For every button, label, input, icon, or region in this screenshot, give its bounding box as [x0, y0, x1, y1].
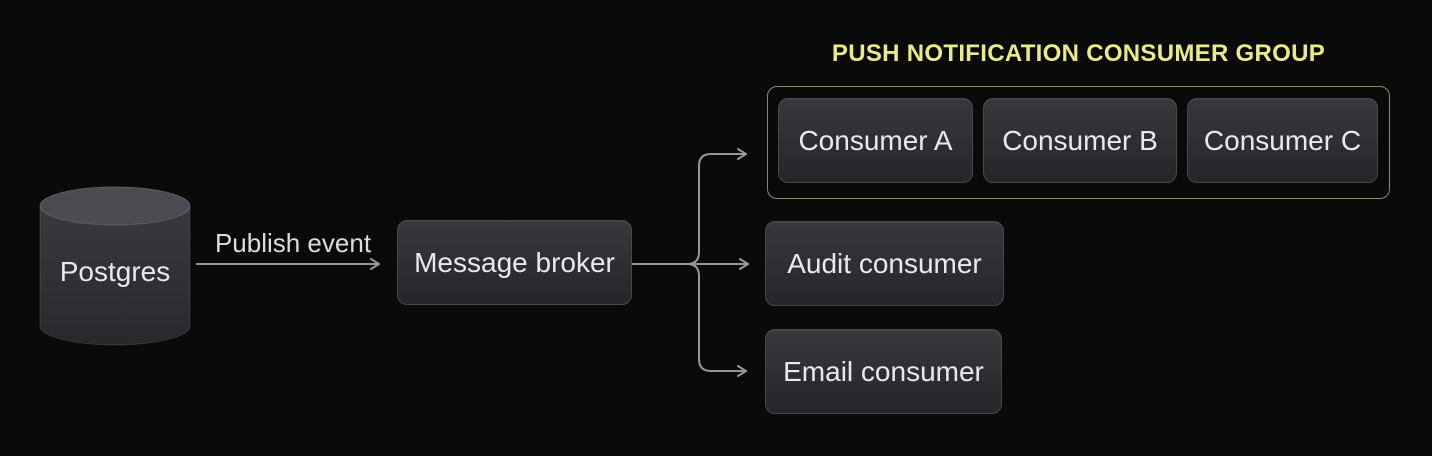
- node-audit-consumer: Audit consumer: [765, 221, 1004, 306]
- audit-consumer-label: Audit consumer: [787, 247, 982, 279]
- database-cylinder-icon: [39, 186, 191, 346]
- consumer-group-title: PUSH NOTIFICATION CONSUMER GROUP: [831, 40, 1326, 67]
- node-consumer-a: Consumer A: [778, 98, 973, 183]
- message-broker-label: Message broker: [414, 246, 615, 278]
- node-consumer-c: Consumer C: [1187, 98, 1378, 183]
- consumer-a-label: Consumer A: [798, 124, 953, 156]
- node-message-broker: Message broker: [397, 220, 632, 305]
- consumer-b-label: Consumer B: [1002, 124, 1158, 156]
- consumer-c-label: Consumer C: [1203, 124, 1362, 156]
- push-notification-consumer-group: [767, 86, 1390, 199]
- email-consumer-label: Email consumer: [783, 355, 984, 387]
- publish-event-label: Publish event: [214, 228, 372, 258]
- node-email-consumer: Email consumer: [765, 329, 1002, 414]
- postgres-label: Postgres: [59, 256, 171, 287]
- node-consumer-b: Consumer B: [983, 98, 1177, 183]
- edge-broker-to-email: [632, 263, 747, 377]
- edge-broker-to-consumer-group: [632, 148, 747, 265]
- node-postgres-database: Postgres: [39, 186, 191, 346]
